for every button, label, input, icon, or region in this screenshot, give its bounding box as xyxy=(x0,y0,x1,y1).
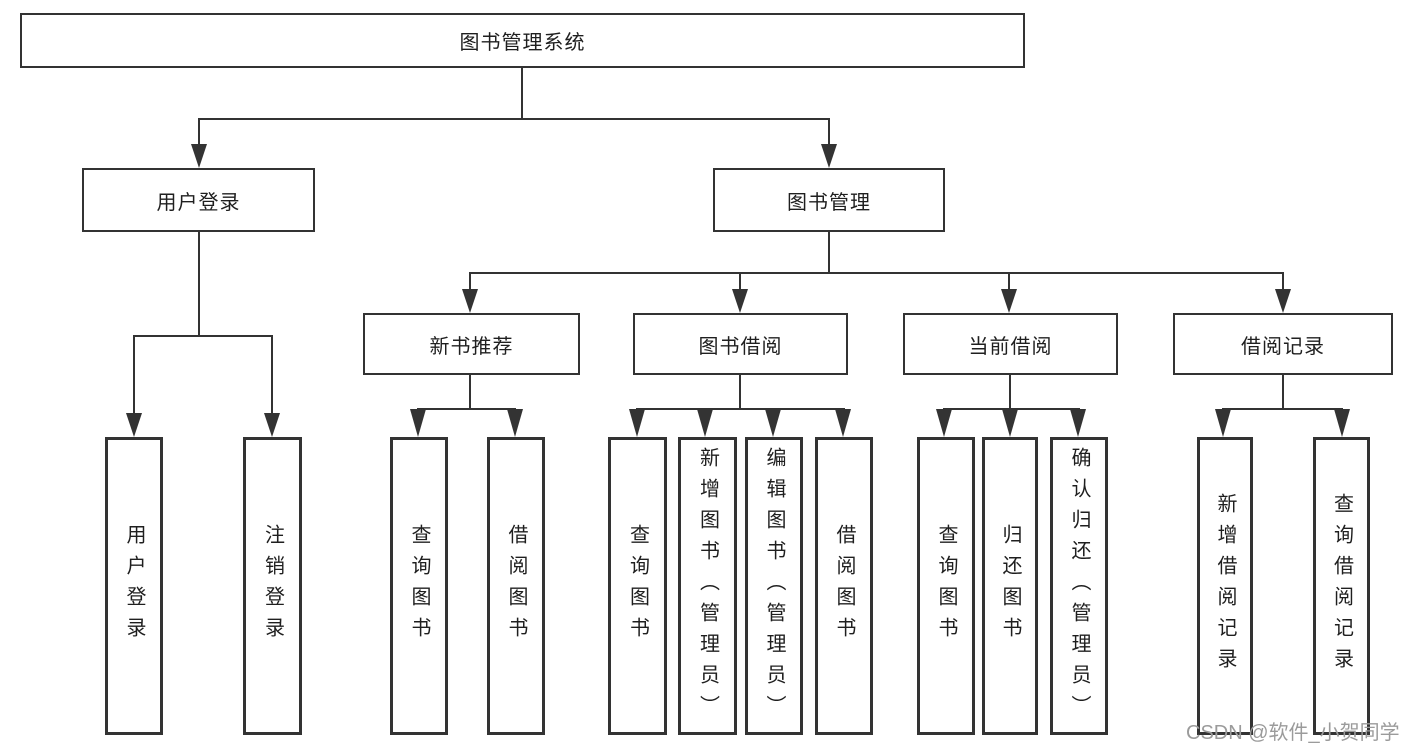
arrowhead-icon xyxy=(629,409,645,437)
node-label: 图书管理 xyxy=(787,191,871,214)
connector-drop-logout-leaf xyxy=(271,335,273,414)
node-label: 新书推荐 xyxy=(429,335,514,358)
arrowhead-icon xyxy=(765,409,781,437)
connector-level3-rail xyxy=(469,272,1284,274)
node-label: 查询图书 xyxy=(626,524,649,648)
connector-new-book-rail xyxy=(417,408,516,410)
leaf-borrow-query-book: 查询图书 xyxy=(608,437,667,735)
node-label: 查询图书 xyxy=(408,524,430,648)
connector-drop-book-borrow xyxy=(739,272,741,290)
connector-level1-rail xyxy=(198,118,830,120)
arrowhead-icon xyxy=(126,413,142,437)
connector-borrow-record-rail xyxy=(1222,408,1343,410)
connector-drop-current-borrow xyxy=(1008,272,1010,290)
node-label: 新增图书（管理员） xyxy=(696,446,719,726)
arrowhead-icon xyxy=(732,289,748,313)
node-label: 图书管理系统 xyxy=(459,32,586,54)
arrowhead-icon xyxy=(835,409,851,437)
node-label: 新增借阅记录 xyxy=(1214,493,1236,679)
csdn-watermark: CSDN @软件_小贺同学 xyxy=(1186,722,1400,744)
connector-drop-user-login xyxy=(198,118,200,146)
arrowhead-icon xyxy=(1334,409,1350,437)
node-label: 确认归还（管理员） xyxy=(1068,446,1090,726)
arrowhead-icon xyxy=(191,144,207,168)
arrowhead-icon xyxy=(1275,289,1291,313)
node-user-login: 用户登录 xyxy=(82,168,315,232)
connector-drop-login-leaf xyxy=(133,335,135,414)
leaf-query-borrow-record: 查询借阅记录 xyxy=(1313,437,1370,735)
leaf-recommend-borrow-book: 借阅图书 xyxy=(487,437,545,735)
connector-user-login-rail xyxy=(133,335,273,337)
connector-root-stub xyxy=(521,68,523,118)
connector-drop-borrow-record xyxy=(1282,272,1284,290)
node-borrow-record: 借阅记录 xyxy=(1173,313,1393,375)
node-label: 借阅记录 xyxy=(1241,335,1325,358)
connector-book-borrow-rail xyxy=(636,408,845,410)
node-label: 查询借阅记录 xyxy=(1330,493,1353,679)
connector-user-login-stub xyxy=(198,232,200,335)
leaf-add-book-admin: 新增图书（管理员） xyxy=(678,437,737,735)
node-label: 当前借阅 xyxy=(968,335,1053,358)
arrowhead-icon xyxy=(821,144,837,168)
node-new-book-recommend: 新书推荐 xyxy=(363,313,580,375)
connector-current-borrow-stub xyxy=(1009,375,1011,408)
node-label: 归还图书 xyxy=(999,524,1021,648)
node-book-management: 图书管理 xyxy=(713,168,945,232)
node-label: 注销登录 xyxy=(261,524,284,648)
connector-book-mgmt-stub xyxy=(828,232,830,272)
arrowhead-icon xyxy=(264,413,280,437)
leaf-borrow-book: 借阅图书 xyxy=(815,437,873,735)
node-book-borrow: 图书借阅 xyxy=(633,313,848,375)
leaf-user-login: 用户登录 xyxy=(105,437,163,735)
node-label: 用户登录 xyxy=(123,524,145,648)
leaf-edit-book-admin: 编辑图书（管理员） xyxy=(745,437,803,735)
node-label: 借阅图书 xyxy=(505,524,527,648)
leaf-return-book: 归还图书 xyxy=(982,437,1038,735)
connector-new-book-stub xyxy=(469,375,471,408)
node-label: 用户登录 xyxy=(156,191,241,214)
connector-book-borrow-stub xyxy=(739,375,741,408)
arrowhead-icon xyxy=(1001,289,1017,313)
connector-borrow-record-stub xyxy=(1282,375,1284,408)
arrowhead-icon xyxy=(410,409,426,437)
arrowhead-icon xyxy=(1070,409,1086,437)
arrowhead-icon xyxy=(507,409,523,437)
node-system-root: 图书管理系统 xyxy=(20,13,1025,68)
leaf-add-borrow-record: 新增借阅记录 xyxy=(1197,437,1253,735)
leaf-current-query-book: 查询图书 xyxy=(917,437,975,735)
leaf-confirm-return-admin: 确认归还（管理员） xyxy=(1050,437,1108,735)
node-label: 编辑图书（管理员） xyxy=(763,446,785,726)
node-label: 借阅图书 xyxy=(833,524,855,648)
node-label: 图书借阅 xyxy=(698,335,783,358)
connector-drop-book-mgmt xyxy=(828,118,830,146)
arrowhead-icon xyxy=(1002,409,1018,437)
node-label: 查询图书 xyxy=(935,524,957,648)
connector-drop-new-book xyxy=(469,272,471,290)
arrowhead-icon xyxy=(697,409,713,437)
node-current-borrow: 当前借阅 xyxy=(903,313,1118,375)
arrowhead-icon xyxy=(462,289,478,313)
arrowhead-icon xyxy=(1215,409,1231,437)
arrowhead-icon xyxy=(936,409,952,437)
leaf-logout: 注销登录 xyxy=(243,437,302,735)
leaf-recommend-query-book: 查询图书 xyxy=(390,437,448,735)
